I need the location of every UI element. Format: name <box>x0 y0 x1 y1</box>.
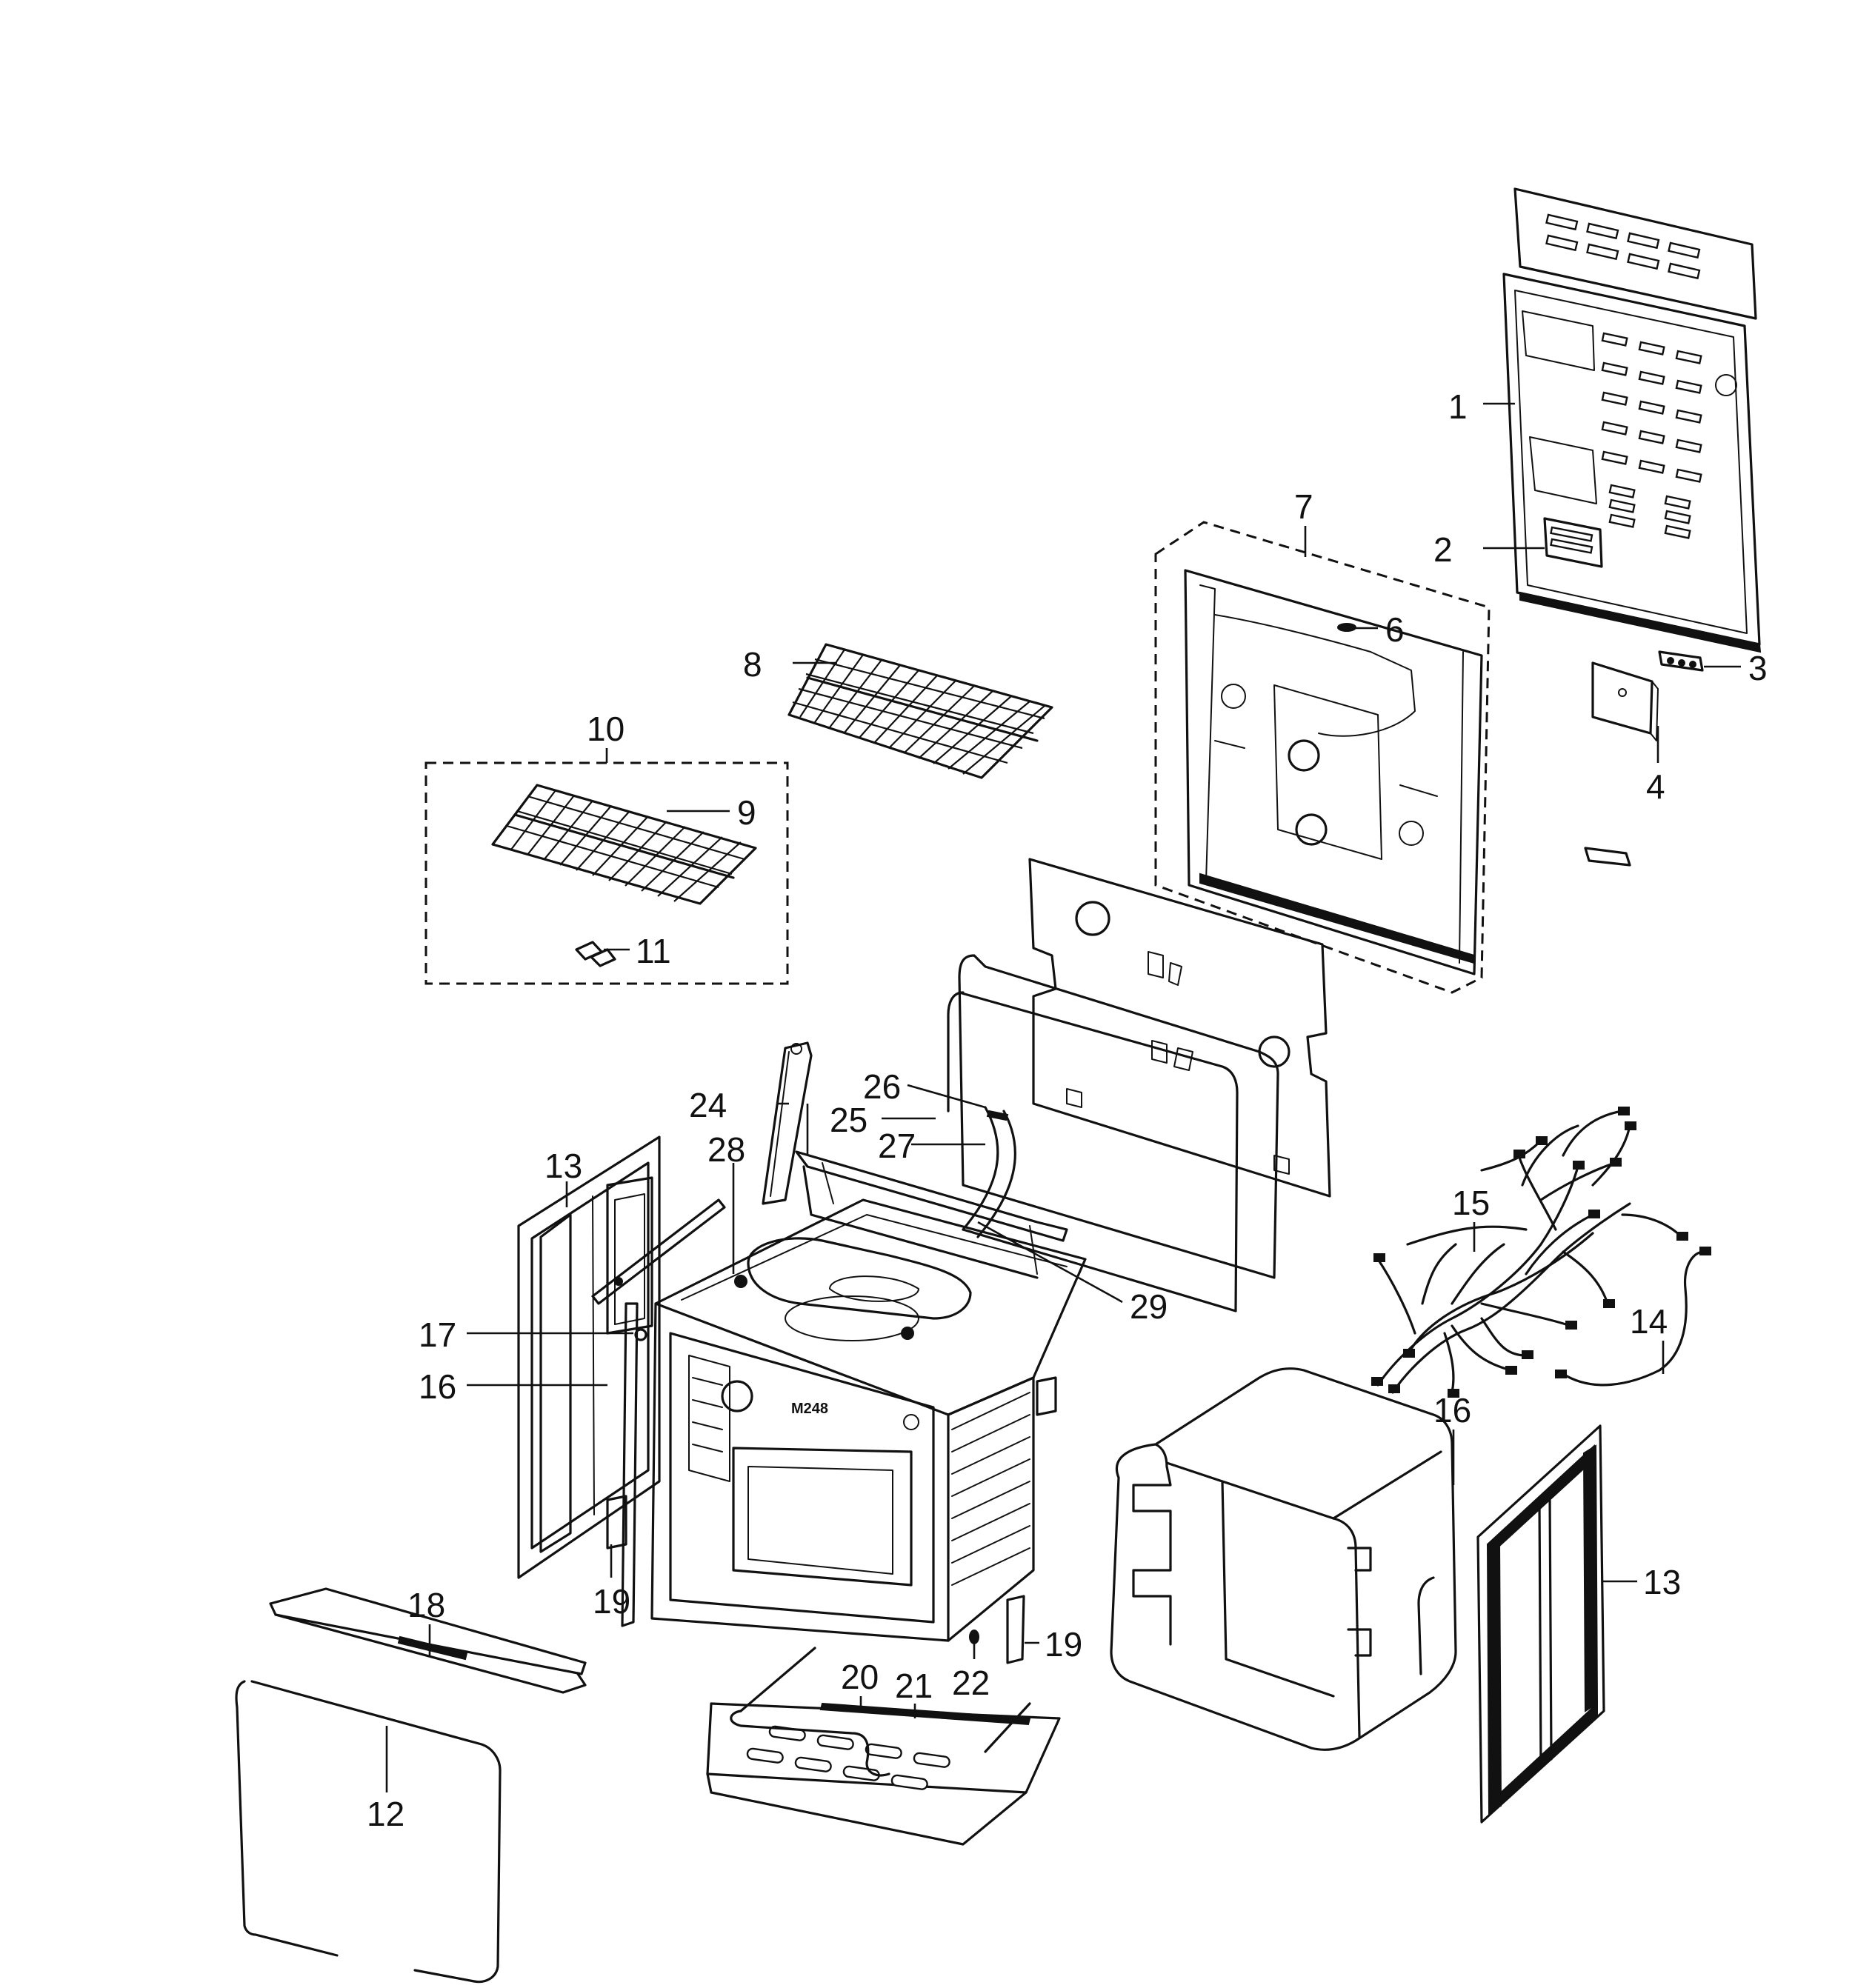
callout-6: 6 <box>1385 610 1405 649</box>
callout-2: 2 <box>1433 530 1453 569</box>
callout-3: 3 <box>1748 649 1768 687</box>
insulation-wrap <box>1110 1367 1457 1751</box>
bracket-17 <box>634 1328 647 1341</box>
callout-1: 1 <box>1448 387 1468 426</box>
vent-duct <box>762 1041 813 1205</box>
callout-13-left: 13 <box>544 1147 582 1185</box>
callout-16-left: 16 <box>419 1367 456 1406</box>
terminal-bracket <box>1584 661 1659 867</box>
callout-4: 4 <box>1646 767 1665 806</box>
hinge-receptacle-left <box>606 1495 627 1550</box>
callout-8: 8 <box>743 645 762 684</box>
assembly-7-boundary <box>1154 521 1491 994</box>
oven-rack-lower <box>491 784 757 905</box>
back-panel-top-vents <box>1545 213 1701 280</box>
callout-26: 26 <box>863 1067 901 1106</box>
callout-10: 10 <box>587 710 625 748</box>
callout-18: 18 <box>407 1586 445 1624</box>
callout-19-right: 19 <box>1045 1625 1082 1664</box>
access-cover-plate <box>1543 517 1603 568</box>
rack-clip <box>575 941 616 967</box>
leader-lines <box>385 402 1741 1792</box>
bake-element-20 <box>730 1647 1031 1777</box>
callout-16-right: 16 <box>1433 1391 1471 1430</box>
callout-12: 12 <box>367 1795 404 1833</box>
callout-17: 17 <box>419 1315 456 1354</box>
rear-frame <box>1184 569 1483 975</box>
callout-14: 14 <box>1630 1302 1668 1341</box>
callout-29: 29 <box>1130 1287 1168 1326</box>
callout-9: 9 <box>737 793 756 832</box>
back-panel-vents <box>1601 332 1702 539</box>
back-panel <box>1502 187 1762 653</box>
rear-bracket-19-right <box>1006 1595 1025 1664</box>
callout-27: 27 <box>878 1127 916 1165</box>
cavity-model-label: M248 <box>791 1401 828 1417</box>
rear-gasket <box>947 991 1239 1312</box>
callout-24: 24 <box>689 1086 727 1124</box>
side-bracket-left <box>591 1198 726 1305</box>
callout-20: 20 <box>841 1658 879 1696</box>
wire-harness <box>1371 1107 1688 1398</box>
bottom-bracket-18 <box>269 1587 587 1694</box>
top-duct <box>795 1106 1068 1279</box>
callout-21: 21 <box>895 1667 933 1705</box>
door-gasket-12 <box>235 1680 502 1984</box>
callout-19-left: 19 <box>593 1582 630 1621</box>
oven-cavity: M248 <box>650 1198 1087 1642</box>
rear-insulation-panel <box>1028 858 1331 1198</box>
callout-7: 7 <box>1294 487 1313 526</box>
left-side-shield <box>606 1176 653 1627</box>
bottom-pan-21 <box>706 1702 1061 1846</box>
left-side-panel <box>517 1135 661 1579</box>
fastener-22 <box>969 1630 979 1644</box>
callout-labels: 1 2 3 4 6 7 8 9 10 11 12 13 13 14 15 16 … <box>367 387 1768 1833</box>
wire-lead-14 <box>1555 1247 1711 1387</box>
oven-rack-upper <box>787 643 1053 779</box>
callout-28: 28 <box>707 1130 745 1169</box>
terminal-block <box>1658 650 1704 672</box>
callout-11: 11 <box>636 932 671 970</box>
callout-22: 22 <box>952 1664 990 1702</box>
right-side-panel <box>1476 1424 1605 1824</box>
rear-seal <box>958 954 1279 1279</box>
callout-15: 15 <box>1452 1184 1490 1222</box>
callout-25: 25 <box>830 1101 867 1139</box>
callout-13-right: 13 <box>1643 1563 1681 1601</box>
